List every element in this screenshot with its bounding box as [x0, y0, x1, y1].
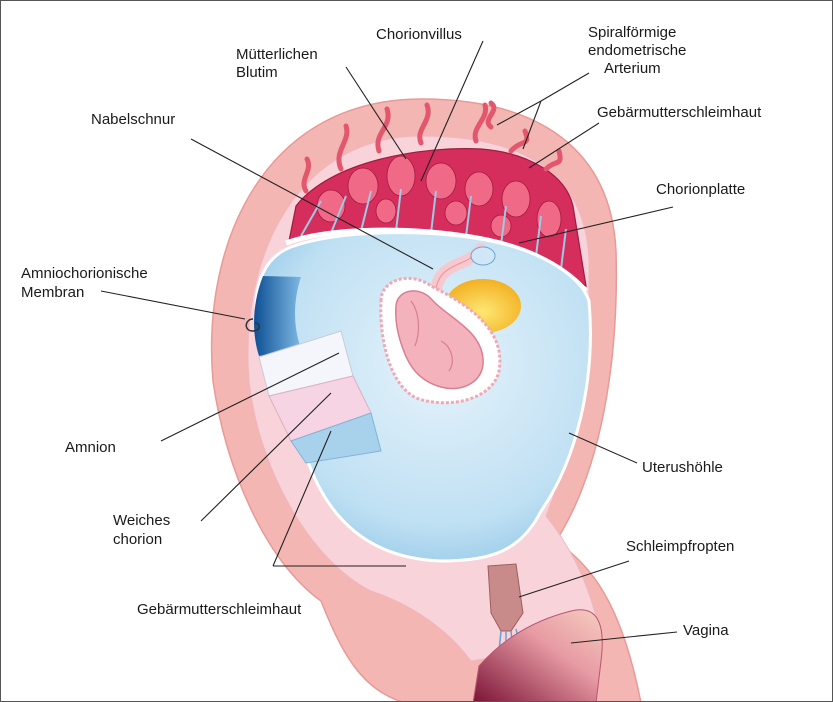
label-umbilical-cord: Nabelschnur: [91, 111, 175, 128]
label-endometrium-bottom: Gebärmutterschleimhaut: [137, 601, 302, 618]
label-maternal-blood-1: Mütterlichen: [236, 46, 318, 63]
label-spiral-arteries-3: Arterium: [604, 60, 661, 77]
label-spiral-arteries-1: Spiralförmige: [588, 24, 676, 41]
label-mucus-plug: Schleimpfropten: [626, 538, 734, 555]
label-endometrium-top: Gebärmutterschleimhaut: [597, 104, 762, 121]
label-chorionic-plate: Chorionplatte: [656, 181, 745, 198]
label-amniochorionic-1: Amniochorionische: [21, 265, 148, 282]
label-amnion: Amnion: [65, 439, 116, 456]
umbilical-attachment: [471, 247, 495, 265]
label-spiral-arteries-2: endometrische: [588, 42, 686, 59]
label-soft-chorion-1: Weiches: [113, 512, 170, 529]
label-amniochorionic-2: Membran: [21, 284, 84, 301]
label-soft-chorion-2: chorion: [113, 531, 162, 548]
label-chorionvillus: Chorionvillus: [376, 26, 462, 43]
label-uterine-cavity: Uterushöhle: [642, 459, 723, 476]
amnion-edge: [254, 276, 301, 356]
label-maternal-blood-2: Blutim: [236, 64, 278, 81]
label-vagina: Vagina: [683, 622, 729, 639]
